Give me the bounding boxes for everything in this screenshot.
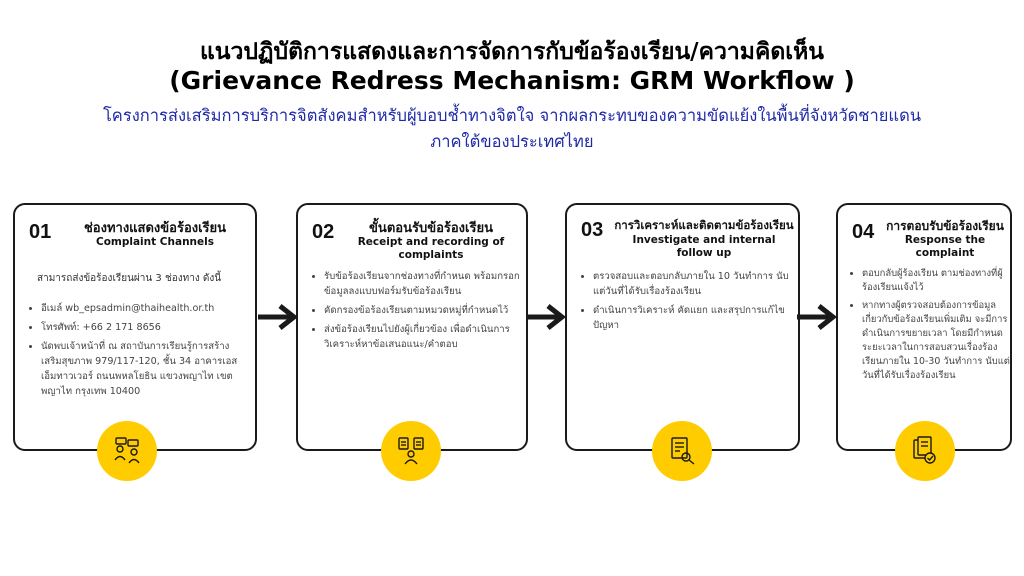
step-card-2: 02 ขั้นตอนรับข้อร้องเรียน Receipt and re… <box>296 203 528 451</box>
step-point: ตรวจสอบและตอบกลับภายใน 10 วันทำการ นับแต… <box>593 269 793 299</box>
step-card-3: 03 การวิเคราะห์และติดตามข้อร้องเรียน Inv… <box>565 203 800 451</box>
people-documents-icon <box>398 437 424 465</box>
step-points: ตอบกลับผู้ร้องเรียน ตามช่องทางที่ผู้ร้อง… <box>850 267 1012 387</box>
page-subtitle: โครงการส่งเสริมการบริการจิตสังคมสำหรับผู… <box>62 103 962 155</box>
step-title-english: Receipt and recording of complaints <box>357 236 505 261</box>
step-title-english: Response the complaint <box>904 234 986 259</box>
page-title-english: (Grievance Redress Mechanism: GRM Workfl… <box>169 66 855 95</box>
step-title-thai: การตอบรับข้อร้องเรียน <box>886 219 1004 233</box>
step-title-english: Complaint Channels <box>96 236 214 248</box>
subtitle-line-2: ภาคใต้ของประเทศไทย <box>430 132 594 151</box>
step-badge-1 <box>97 421 157 481</box>
step-title-thai: การวิเคราะห์และติดตามข้อร้องเรียน <box>614 218 794 232</box>
step-title-thai: ขั้นตอนรับข้อร้องเรียน <box>369 221 493 236</box>
step-number: 02 <box>312 221 335 243</box>
step-point: คัดกรองข้อร้องเรียนตามหมวดหมู่ที่กำหนดไว… <box>324 303 520 318</box>
step-point: อีเมล์ wb_epsadmin@thaihealth.or.th <box>41 301 249 316</box>
step-badge-4 <box>895 421 955 481</box>
step-title-thai: ช่องทางแสดงข้อร้องเรียน <box>83 221 227 236</box>
step-points: อีเมล์ wb_epsadmin@thaihealth.or.th โทรศ… <box>29 301 249 403</box>
step-number: 03 <box>581 219 604 241</box>
step-point: ดำเนินการวิเคราะห์ คัดแยก และสรุปการแก้ไ… <box>593 303 793 333</box>
step-intro: สามารถส่งข้อร้องเรียนผ่าน 3 ช่องทาง ดังน… <box>37 273 222 284</box>
step-badge-3 <box>652 421 712 481</box>
step-point: รับข้อร้องเรียนจากช่องทางที่กำหนด พร้อมก… <box>324 269 520 299</box>
step-point: นัดพบเจ้าหน้าที่ ณ สถาบันการเรียนรู้การส… <box>41 339 249 399</box>
document-check-icon <box>913 436 936 464</box>
arrow-right-icon <box>797 304 838 330</box>
step-point: โทรศัพท์: +66 2 171 8656 <box>41 320 249 335</box>
people-chat-icon <box>114 437 140 464</box>
arrow-right-icon <box>258 304 299 330</box>
document-search-icon <box>671 437 695 465</box>
step-points: ตรวจสอบและตอบกลับภายใน 10 วันทำการ นับแต… <box>581 269 793 337</box>
step-title-english: Investigate and internal follow up <box>632 234 776 259</box>
step-badge-2 <box>381 421 441 481</box>
step-point: หากทางผู้ตรวจสอบต้องการข้อมูลเกี่ยวกับข้… <box>862 299 1012 383</box>
step-card-1: 01 ช่องทางแสดงข้อร้องเรียน Complaint Cha… <box>13 203 257 451</box>
step-number: 01 <box>29 221 52 243</box>
arrow-right-icon <box>526 304 567 330</box>
step-point: ส่งข้อร้องเรียนไปยังผู้เกี่ยวข้อง เพื่อด… <box>324 322 520 352</box>
subtitle-line-1: โครงการส่งเสริมการบริการจิตสังคมสำหรับผู… <box>102 106 922 125</box>
page-title-thai: แนวปฏิบัติการแสดงและการจัดการกับข้อร้องเ… <box>199 39 825 65</box>
step-card-4: 04 การตอบรับข้อร้องเรียน Response the co… <box>836 203 1012 451</box>
step-number: 04 <box>852 221 875 243</box>
step-points: รับข้อร้องเรียนจากช่องทางที่กำหนด พร้อมก… <box>312 269 520 356</box>
step-point: ตอบกลับผู้ร้องเรียน ตามช่องทางที่ผู้ร้อง… <box>862 267 1012 295</box>
